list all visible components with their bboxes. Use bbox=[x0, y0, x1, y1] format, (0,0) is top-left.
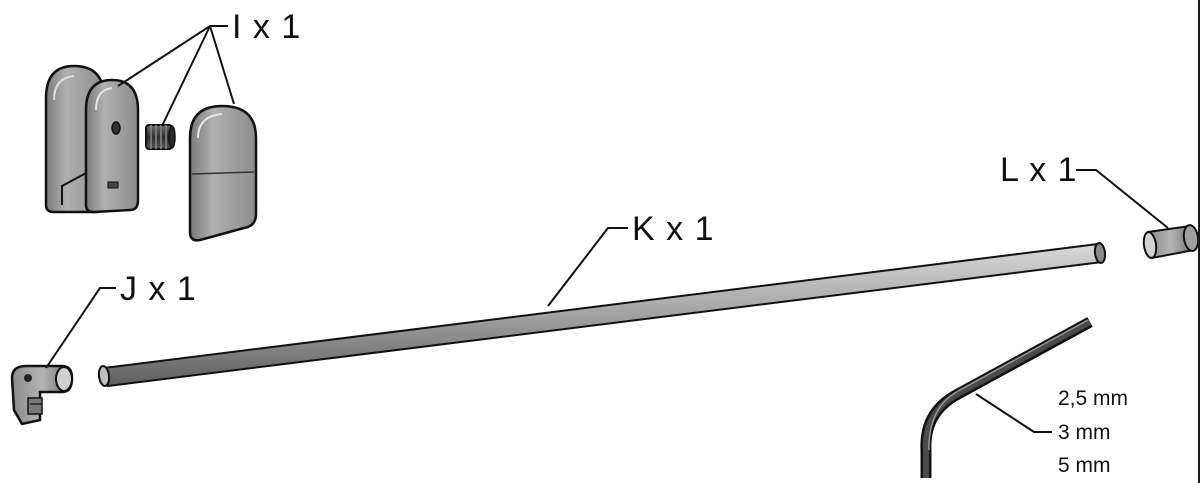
rod-body bbox=[102, 242, 1104, 388]
page-edge-line bbox=[1198, 0, 1200, 483]
leader-line-hex-key bbox=[975, 393, 1052, 433]
label-part-K: K x 1 bbox=[632, 210, 715, 248]
grub-screw bbox=[145, 124, 176, 150]
clamp-plate-front bbox=[84, 78, 140, 214]
hex-key-part bbox=[920, 317, 1093, 478]
clamp-screw-hole bbox=[111, 121, 121, 135]
label-part-L: L x 1 bbox=[1000, 151, 1078, 189]
rod-part bbox=[97, 227, 1107, 388]
label-part-J: J x 1 bbox=[120, 270, 197, 308]
leader-line-I bbox=[117, 25, 235, 127]
wall-bracket-part bbox=[10, 287, 116, 426]
leader-line-J bbox=[45, 287, 116, 369]
clamp-set-part bbox=[44, 25, 258, 242]
label-part-I: I x 1 bbox=[232, 8, 302, 46]
hex-key-size-2: 3 mm bbox=[1058, 421, 1111, 444]
leader-line-L bbox=[1076, 169, 1169, 229]
hex-key-size-1: 2,5 mm bbox=[1058, 387, 1129, 410]
hex-key-size-3: 5 mm bbox=[1058, 454, 1111, 477]
leader-line-K bbox=[547, 227, 628, 307]
end-cap-part bbox=[1076, 169, 1200, 260]
